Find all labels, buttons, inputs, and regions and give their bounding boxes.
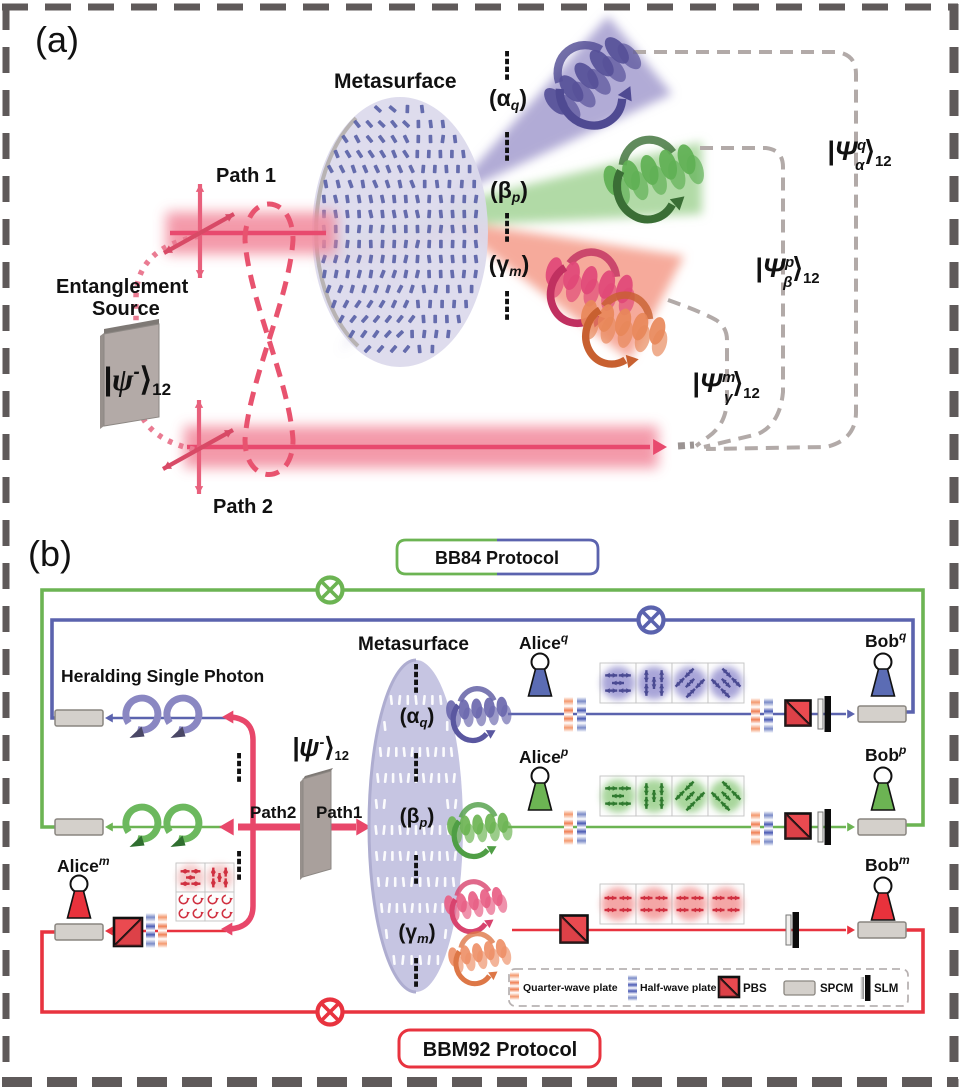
svg-text:Bobq: Bobq xyxy=(865,629,907,651)
svg-text:Metasurface: Metasurface xyxy=(334,70,457,93)
svg-text:(γm): (γm) xyxy=(489,251,530,279)
svg-text:Metasurface: Metasurface xyxy=(358,634,469,655)
svg-text:Path 1: Path 1 xyxy=(216,165,276,187)
svg-text:(γm): (γm) xyxy=(398,921,435,946)
svg-text:Half-wave plate: Half-wave plate xyxy=(640,982,717,994)
svg-text:Alicep: Alicep xyxy=(519,745,568,767)
svg-text:(βp): (βp) xyxy=(400,805,435,830)
svg-text:BBM92 Protocol: BBM92 Protocol xyxy=(423,1039,577,1061)
svg-text:Entanglement: Entanglement xyxy=(56,276,189,298)
svg-text:Source: Source xyxy=(92,298,160,320)
svg-text:SLM: SLM xyxy=(874,983,898,995)
svg-text:Quarter-wave plate: Quarter-wave plate xyxy=(523,982,618,994)
svg-text:Path1: Path1 xyxy=(316,803,362,822)
svg-text:Heralding Single Photon: Heralding Single Photon xyxy=(61,666,264,686)
svg-text:(αq): (αq) xyxy=(400,705,435,730)
svg-text:Path2: Path2 xyxy=(250,803,296,822)
svg-text:PBS: PBS xyxy=(743,983,767,995)
svg-text:Bobm: Bobm xyxy=(865,853,910,875)
svg-text:Alicem: Alicem xyxy=(57,854,110,876)
svg-text:(βp): (βp) xyxy=(490,177,528,205)
svg-text:(a): (a) xyxy=(35,19,79,60)
svg-text:SPCM: SPCM xyxy=(820,983,853,995)
svg-text:(b): (b) xyxy=(28,533,72,574)
svg-text:(αq): (αq) xyxy=(489,85,527,113)
svg-text:BB84 Protocol: BB84 Protocol xyxy=(435,548,559,568)
svg-text:Bobp: Bobp xyxy=(865,743,906,765)
svg-text:Aliceq: Aliceq xyxy=(519,631,569,653)
svg-text:Path 2: Path 2 xyxy=(213,496,273,518)
